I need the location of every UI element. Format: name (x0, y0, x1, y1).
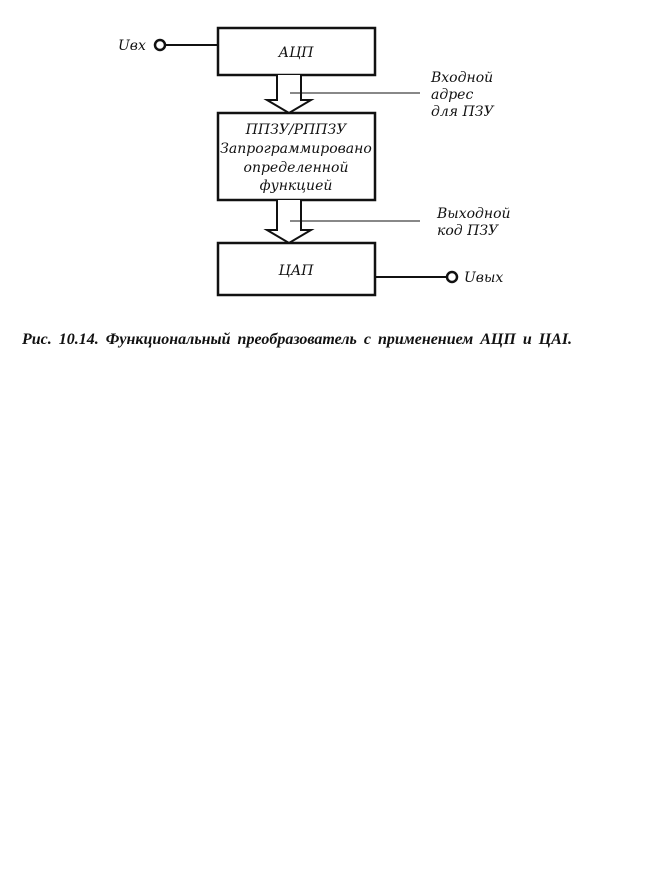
input-voltage-label: Uвх (118, 38, 146, 54)
rom-block-line4: функцией (260, 178, 333, 194)
adc-block-label: АЦП (277, 45, 314, 61)
dac-block (216, 241, 377, 297)
input-address-label-3: для ПЗУ (431, 104, 494, 120)
output-terminal (445, 270, 459, 284)
dac-block-label: ЦАП (278, 263, 314, 279)
input-address-label-2: адрес (431, 87, 473, 103)
input-terminal (153, 38, 167, 52)
rom-block (216, 111, 377, 202)
address-bus-arrow (263, 75, 315, 115)
rom-block-line3: определенной (244, 160, 349, 176)
output-code-label-2: код ПЗУ (437, 223, 499, 239)
figure-caption: Рис. 10.14. Функциональный преобразовате… (22, 331, 573, 348)
input-address-label-1: Входной (430, 70, 493, 86)
rom-block-title: ППЗУ/РППЗУ (245, 122, 348, 138)
output-code-label-1: Выходной (436, 206, 511, 222)
rom-block-line2: Запрограммировано (220, 141, 372, 157)
output-voltage-label: Uвых (464, 270, 503, 286)
